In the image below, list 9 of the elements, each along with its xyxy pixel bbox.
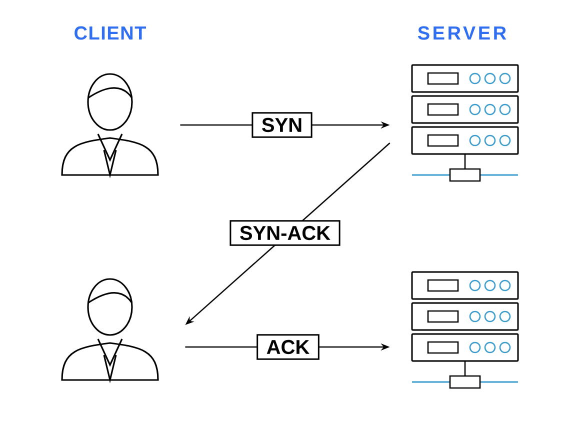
edge-label: ACK (256, 334, 320, 360)
edge-label: SYN-ACK (230, 220, 340, 246)
column-heading: CLIENT (74, 26, 146, 40)
person-drawing (61, 278, 159, 384)
column-heading: SERVER (418, 26, 506, 40)
edge-label: SYN (252, 112, 312, 138)
server-drawing (411, 271, 519, 389)
server-drawing (411, 64, 519, 182)
person-drawing (61, 73, 159, 178)
